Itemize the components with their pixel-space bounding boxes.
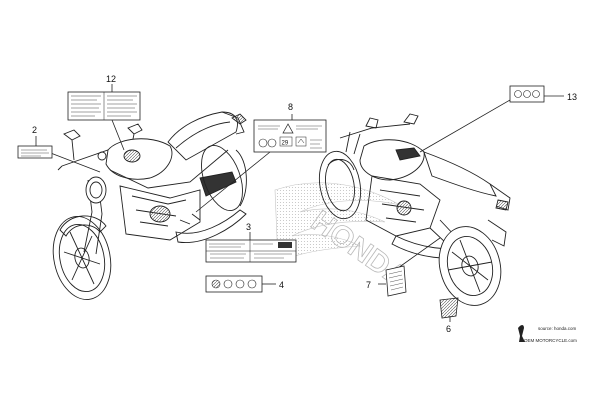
tire-icon bbox=[211, 279, 221, 289]
label-6-decal bbox=[439, 297, 459, 319]
label-8-value: 29 bbox=[282, 141, 289, 147]
lock-icon bbox=[297, 138, 305, 144]
callout-6: 6 bbox=[446, 324, 451, 334]
callout-8: 8 bbox=[288, 102, 293, 112]
callout-13: 13 bbox=[567, 92, 577, 102]
leader-lines bbox=[35, 84, 564, 322]
label-7-decal bbox=[385, 265, 407, 297]
site-credit: OEM MOTORCYCLE.com bbox=[524, 338, 577, 343]
mechanic-logo-icon bbox=[518, 325, 525, 342]
lock-icon bbox=[223, 279, 233, 289]
gauge-icon bbox=[247, 279, 257, 289]
callout-12: 12 bbox=[106, 74, 116, 84]
label-4-decal bbox=[205, 275, 263, 293]
engine-icon bbox=[235, 279, 245, 289]
source-credit: source: honda.com bbox=[538, 326, 577, 331]
callout-3: 3 bbox=[246, 222, 251, 232]
motorcycle-right-view bbox=[318, 113, 511, 306]
tire-icon bbox=[258, 138, 268, 148]
label-13-decal bbox=[509, 85, 545, 103]
source-footer: source: honda.com OEM MOTORCYCLE.com bbox=[518, 325, 577, 343]
warning-triangle-icon bbox=[282, 123, 294, 134]
callout-7: 7 bbox=[366, 280, 371, 290]
callout-4: 4 bbox=[279, 280, 284, 290]
warning-icon bbox=[514, 90, 522, 98]
gauge-icon bbox=[532, 90, 540, 98]
tire-icon bbox=[523, 90, 531, 98]
motorcycle-left-view bbox=[52, 111, 247, 300]
label-8-decal: 29 bbox=[253, 119, 327, 153]
label-3-decal bbox=[205, 239, 297, 263]
label-12-decal bbox=[67, 91, 141, 121]
label-2-decal bbox=[17, 145, 53, 159]
callout-2: 2 bbox=[32, 125, 37, 135]
tire-icon bbox=[267, 138, 277, 148]
